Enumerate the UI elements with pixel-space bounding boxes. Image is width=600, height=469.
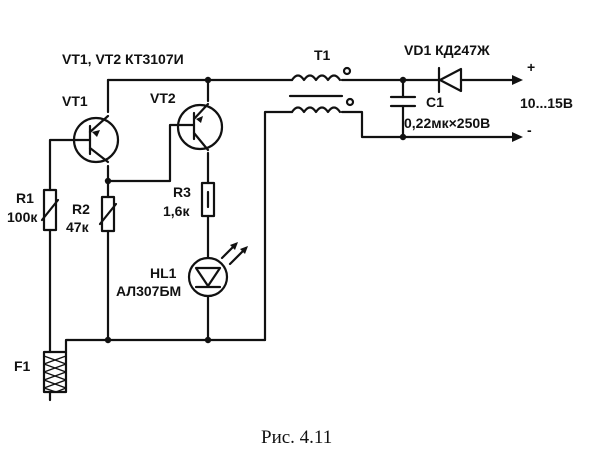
f1-label: F1	[14, 358, 31, 374]
hl1-type-label: АЛ307БМ	[116, 283, 181, 299]
transistor-vt1	[72, 114, 120, 164]
r3-value-label: 1,6к	[163, 203, 190, 219]
capacitor-c1	[389, 95, 417, 108]
vt2-label: VT2	[150, 90, 176, 106]
r1-label: R1	[16, 190, 34, 206]
led-hl1	[187, 242, 248, 298]
resistor-r2	[98, 195, 118, 233]
wires	[48, 78, 522, 402]
plus-label: +	[527, 59, 535, 75]
c1-value-label: 0,22мк×250В	[404, 115, 490, 131]
diode-vd1	[437, 66, 463, 94]
r1-value-label: 100к	[7, 209, 38, 225]
transistors-type-label: VT1, VT2 КТ3107И	[62, 51, 184, 67]
sensor-f1	[42, 338, 70, 394]
output-terminals	[512, 75, 523, 142]
resistor-r1	[40, 188, 60, 232]
output-voltage-label: 10...15В	[520, 95, 573, 111]
r3-label: R3	[173, 184, 191, 200]
junction-dots	[104, 76, 407, 344]
transistor-vt2	[176, 102, 224, 152]
figure-caption: Рис. 4.11	[261, 427, 332, 448]
r2-value-label: 47к	[66, 219, 90, 235]
vt1-label: VT1	[62, 93, 88, 109]
vd1-label: VD1 КД247Ж	[404, 42, 490, 58]
c1-label: C1	[426, 94, 444, 110]
r2-label: R2	[72, 201, 90, 217]
resistor-r3	[200, 181, 216, 218]
minus-label: -	[527, 122, 532, 138]
labels: VT1, VT2 КТ3107И VT1 VT2 T1 VD1 КД247Ж +…	[7, 42, 573, 448]
hl1-label: HL1	[150, 265, 177, 281]
transformer-t1	[288, 66, 355, 114]
t1-label: T1	[314, 47, 331, 63]
